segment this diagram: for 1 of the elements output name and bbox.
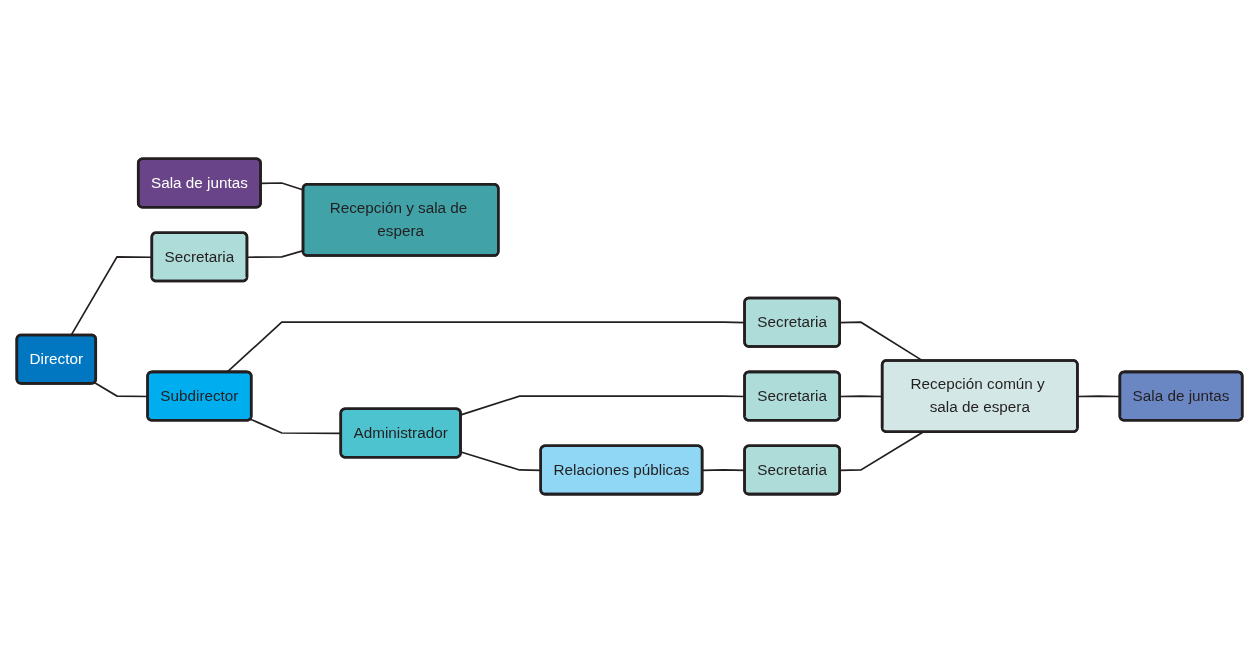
connector: [839, 431, 924, 472]
